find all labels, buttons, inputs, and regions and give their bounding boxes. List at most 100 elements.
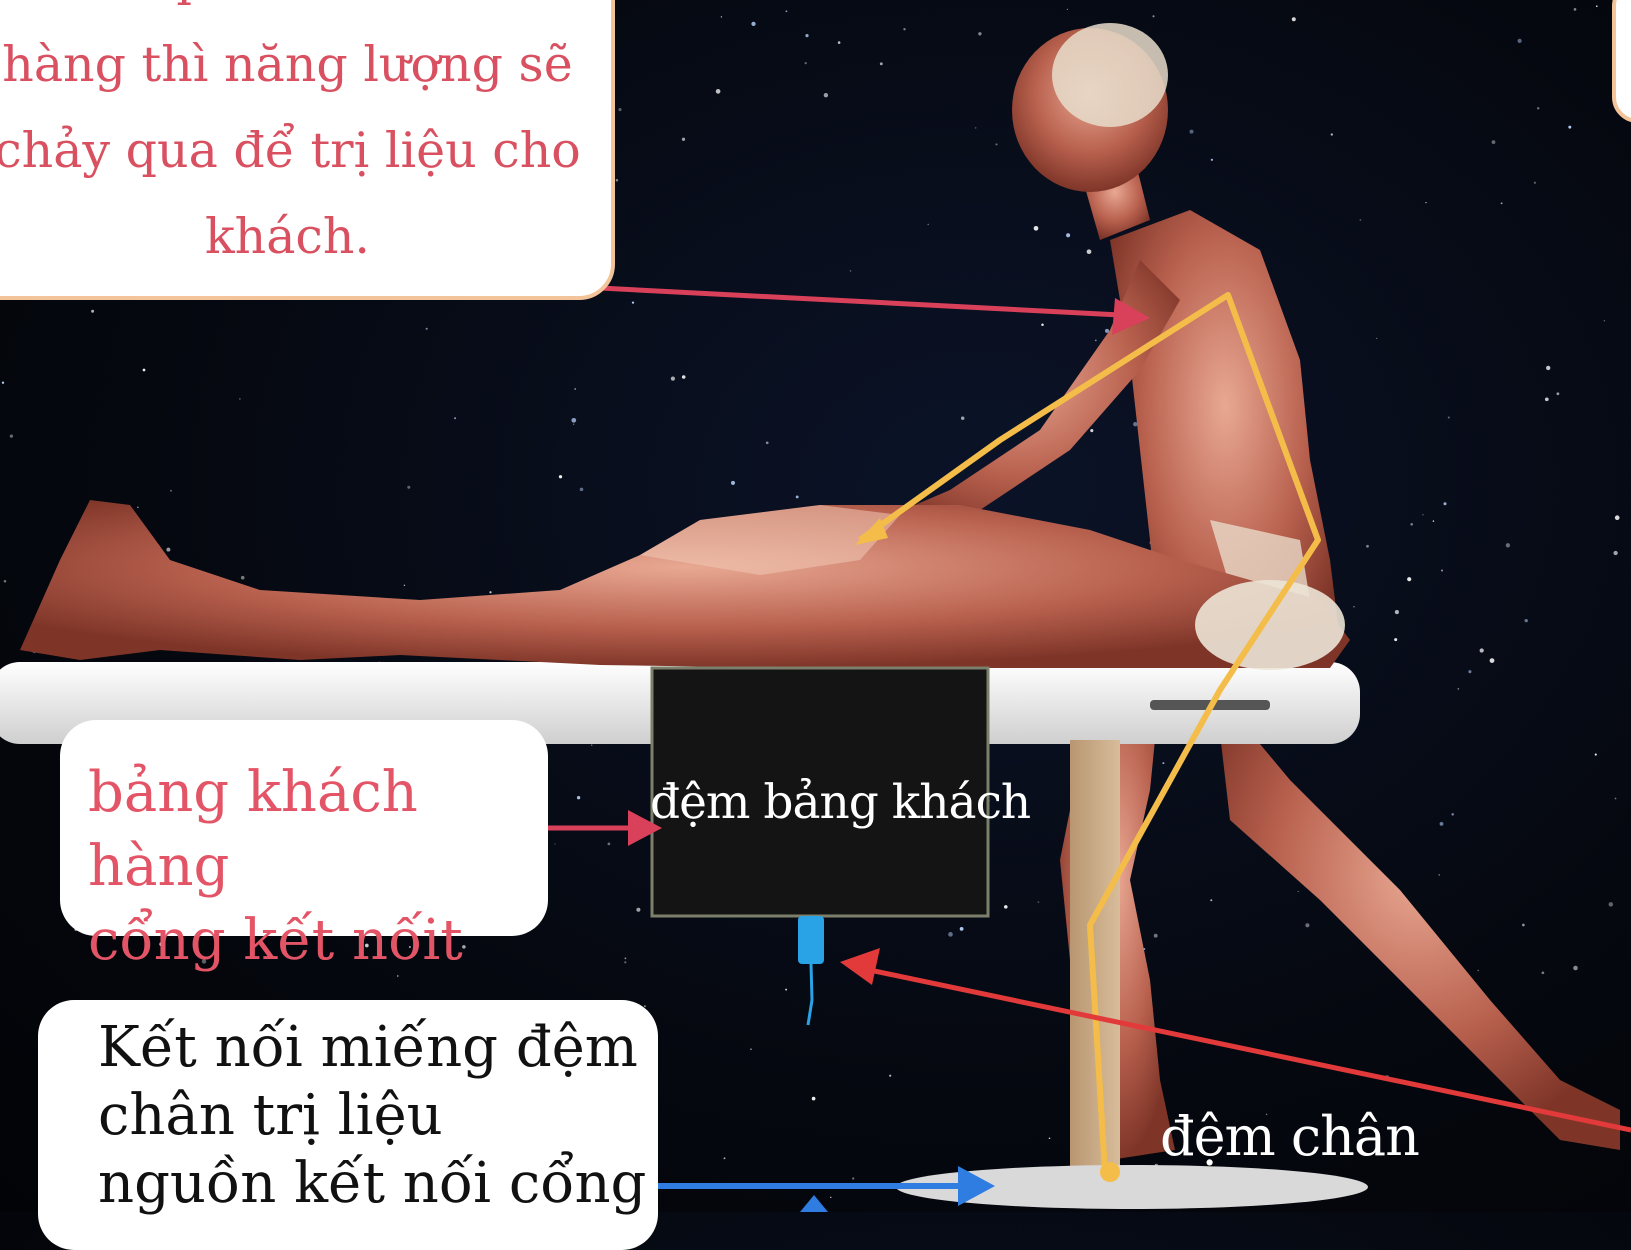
star <box>166 548 170 552</box>
star <box>454 417 456 419</box>
callout-top-line-1: Khi tiếp xúc với khách <box>0 0 611 22</box>
star <box>1210 899 1212 901</box>
star <box>1522 924 1525 927</box>
star <box>608 843 611 846</box>
star <box>580 488 584 492</box>
star <box>1596 5 1598 7</box>
star <box>786 10 788 12</box>
star <box>1376 338 1377 339</box>
star <box>824 93 828 97</box>
star <box>1525 619 1528 622</box>
star <box>241 576 245 580</box>
star <box>1448 416 1450 418</box>
star <box>2 382 4 384</box>
star <box>1458 688 1460 690</box>
star <box>1534 182 1536 184</box>
callout-mid-line-2: cổng kết nốit <box>88 904 548 978</box>
star <box>407 486 410 489</box>
foot-pad-label: đệm chân <box>1160 1105 1419 1168</box>
star <box>928 224 929 225</box>
star <box>574 388 576 390</box>
star <box>1422 514 1423 515</box>
star <box>1095 339 1097 341</box>
star <box>618 108 621 111</box>
star <box>1152 15 1154 17</box>
star <box>785 989 787 991</box>
star <box>948 932 953 937</box>
star <box>751 22 755 26</box>
star <box>1595 754 1597 756</box>
star <box>1394 638 1397 641</box>
star <box>1501 202 1503 204</box>
star <box>812 1097 816 1101</box>
star <box>137 507 138 508</box>
callout-bottom-line-3: nguồn kết nối cổng <box>98 1150 658 1218</box>
star <box>1573 966 1578 971</box>
foot-pad-connection-callout: Kết nối miếng đệm chân trị liệu nguồn kế… <box>38 1000 658 1250</box>
star <box>1545 397 1549 401</box>
star <box>1041 323 1044 326</box>
star <box>838 41 841 44</box>
star <box>91 310 94 313</box>
star <box>624 957 626 959</box>
star <box>1615 798 1617 800</box>
star <box>1506 543 1510 547</box>
client-pad <box>652 668 988 1025</box>
star <box>1297 891 1298 892</box>
star <box>1492 140 1496 144</box>
star <box>850 270 852 272</box>
star <box>830 1197 831 1198</box>
star <box>1004 905 1008 909</box>
star <box>1067 9 1068 10</box>
star <box>975 127 976 128</box>
star <box>682 138 685 141</box>
star <box>632 301 634 303</box>
star <box>671 377 675 381</box>
star <box>4 580 7 583</box>
star <box>978 32 981 35</box>
star <box>1490 658 1495 663</box>
star <box>571 418 576 423</box>
star <box>960 927 964 931</box>
star <box>1615 515 1620 520</box>
star <box>731 481 735 485</box>
star <box>1425 202 1426 203</box>
star <box>1359 219 1361 221</box>
star <box>1480 648 1484 652</box>
star <box>1154 934 1158 938</box>
callout-bottom-line-2: chân trị liệu <box>98 1082 658 1150</box>
star <box>1609 902 1614 907</box>
star <box>1557 392 1560 395</box>
star <box>1440 822 1444 826</box>
star <box>796 495 799 498</box>
star <box>1604 320 1605 321</box>
callout-top-line-2: hàng thì năng lượng sẽ <box>0 22 611 108</box>
star <box>1537 107 1539 109</box>
energy-start-dot <box>1100 1162 1120 1182</box>
star <box>554 843 555 844</box>
star <box>805 34 808 37</box>
star <box>721 16 722 17</box>
star <box>577 796 580 799</box>
callout-top-line-4: khách. <box>0 194 611 280</box>
star <box>1574 8 1577 11</box>
star <box>239 398 241 400</box>
star <box>682 375 686 379</box>
star <box>1613 551 1617 555</box>
star <box>1441 569 1443 571</box>
client-board-callout: bảng khách hàng cổng kết nốit <box>60 720 548 936</box>
star <box>143 369 146 372</box>
star <box>1546 366 1550 370</box>
star <box>616 179 619 182</box>
star <box>880 62 883 65</box>
star <box>573 424 574 425</box>
arrow-red-head <box>840 948 880 985</box>
star <box>716 89 721 94</box>
star <box>624 961 626 963</box>
star <box>1087 249 1092 254</box>
star <box>1366 545 1369 548</box>
star <box>1049 1137 1051 1139</box>
star <box>1407 577 1411 581</box>
star <box>1353 606 1355 608</box>
star <box>1034 226 1039 231</box>
